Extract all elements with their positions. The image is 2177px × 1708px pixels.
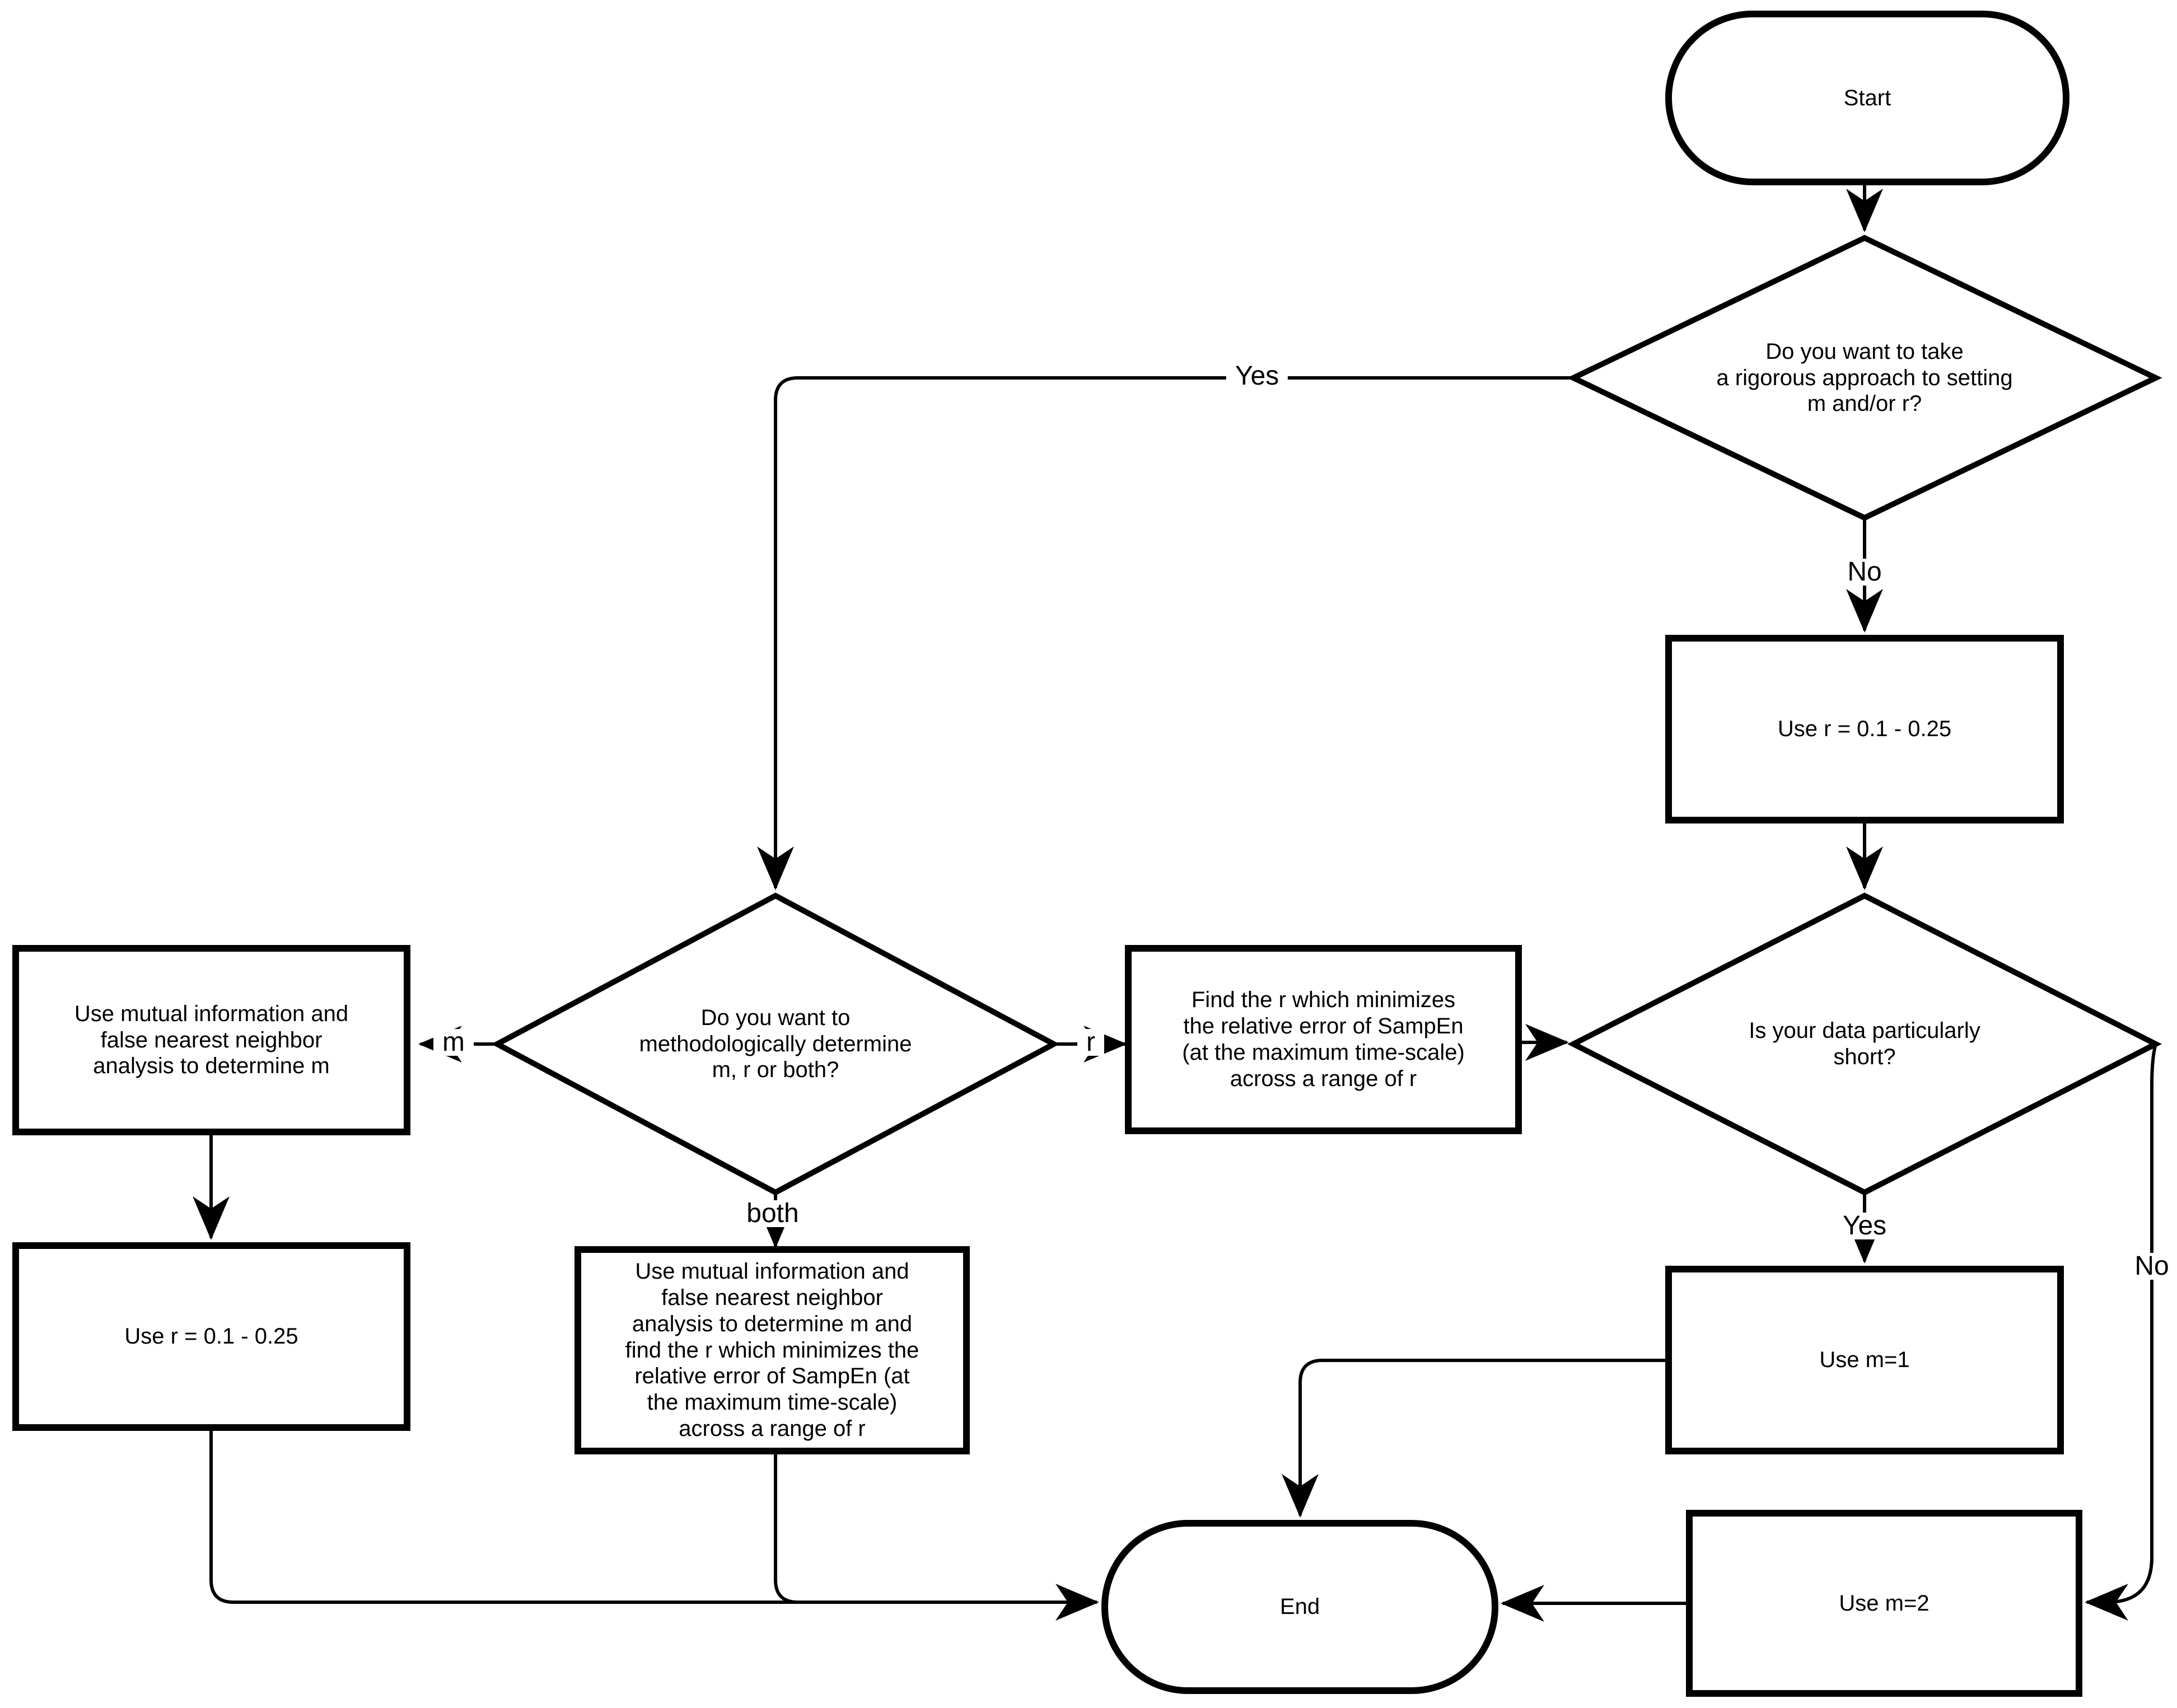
use-m2-shape — [1686, 1510, 2082, 1697]
decision-rigorous-shape — [1567, 235, 2162, 521]
both-method-shape — [574, 1246, 970, 1454]
decision-short-shape — [1567, 892, 2162, 1196]
edge-use-r-left-to-end — [209, 1428, 1099, 1621]
edge-rigorous-yes-to-determine — [757, 376, 1573, 890]
use-m1-shape — [1665, 1266, 2064, 1454]
mutual-info-shape — [12, 945, 410, 1135]
edge-m1-to-end — [1282, 1359, 1669, 1518]
find-r-shape — [1125, 945, 1522, 1134]
use-r-left-shape — [12, 1242, 410, 1431]
edge-both-method-to-bottom-rail — [774, 1451, 851, 1604]
decision-determine-shape — [491, 892, 1060, 1196]
use-r-right-shape — [1665, 635, 2064, 823]
edge-short-no-to-m2 — [2085, 1043, 2157, 1621]
end-node-shape — [1101, 1520, 1498, 1694]
start-node-shape — [1665, 11, 2069, 185]
